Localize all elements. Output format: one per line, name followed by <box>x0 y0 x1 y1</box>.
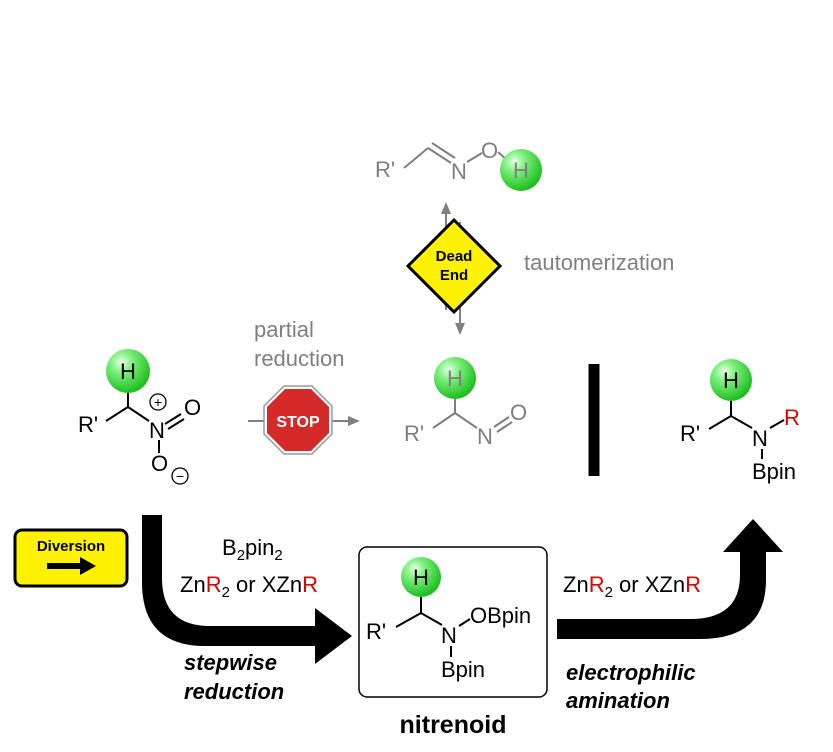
nitroso-double-bond-a <box>493 416 510 428</box>
reagent-organozinc-left: ZnR2 or XZnR <box>180 572 318 601</box>
partial-reduction-arrowhead <box>348 416 360 426</box>
nitro-double-bond-b <box>167 418 185 430</box>
oxime-h-label: H <box>513 158 529 183</box>
nitro-r-label: R' <box>78 412 98 437</box>
diversion-arrowhead <box>80 557 96 575</box>
nitrenoid-h-highlight <box>401 557 441 597</box>
nitrenoid-caption: nitrenoid <box>400 711 507 739</box>
dead-end-line2: End <box>440 267 468 284</box>
nitro-o-bottom-label: O <box>151 451 168 476</box>
nitroso-bond-c-n <box>454 412 478 429</box>
oxime-bond-r-c <box>403 147 429 169</box>
dead-end-sign: Dead End <box>405 217 503 315</box>
oxime-bond-n-o <box>466 152 483 163</box>
nitro-minus-label: − <box>176 468 184 484</box>
amination-arrow-body <box>557 548 766 639</box>
nitroso-bond-r-c <box>432 412 456 429</box>
nitroso-double-bond-b <box>496 421 513 433</box>
nitro-n-label: N <box>149 418 165 443</box>
diversion-sign-box <box>13 528 129 588</box>
nitrenoid-bond-n-o <box>458 618 471 627</box>
nitro-double-bond-a <box>164 413 182 425</box>
nitrenoid-n-label: N <box>441 623 457 648</box>
product-n-label: N <box>752 426 768 451</box>
nitrenoid-bond-c-n <box>420 612 443 626</box>
oxime-o-label: O <box>481 138 498 163</box>
tautomerization-label: tautomerization <box>524 250 674 275</box>
nitro-h-label: H <box>120 359 136 384</box>
nitro-o-top-label: O <box>184 395 201 420</box>
nitrenoid-h-label: H <box>413 565 429 590</box>
product-amine: H R' N R Bpin <box>680 359 800 484</box>
nitro-bond-r-c <box>105 406 129 422</box>
electrophilic-amination-line1: electrophilic <box>566 660 696 685</box>
stop-label: STOP <box>276 414 320 431</box>
nitroso-h-label: H <box>447 366 463 391</box>
reagent-organozinc-right: ZnR2 or XZnR <box>563 572 701 601</box>
product-r-label: R <box>784 405 800 430</box>
nitrenoid-bpin-label: Bpin <box>441 657 485 682</box>
nitroso-n-label: N <box>477 424 493 449</box>
product-bond-c-n <box>730 415 753 429</box>
nitroso-h-highlight <box>434 357 476 399</box>
product-bond-n-r <box>769 419 785 429</box>
stepwise-reduction-line1: stepwise <box>184 650 277 675</box>
nitro-h-highlight <box>106 349 150 393</box>
stop-octagon <box>267 389 329 451</box>
partial-reduction-line1: partial <box>254 317 314 342</box>
amination-arrowhead <box>723 519 783 552</box>
dead-end-line1: Dead <box>436 248 473 265</box>
product-bpin-label: Bpin <box>752 459 796 484</box>
product-h-highlight <box>710 359 752 401</box>
nitro-plus-circle <box>149 393 167 411</box>
nitroso-r-label: R' <box>404 421 424 446</box>
electrophilic-amination-arrow <box>557 519 783 639</box>
product-h-label: H <box>723 368 739 393</box>
product-r-prime-label: R' <box>680 421 700 446</box>
oxime-n-label: N <box>451 159 467 184</box>
oxime-double-bond-b <box>431 142 456 159</box>
stop-sign: STOP <box>263 385 333 455</box>
diversion-sign: Diversion <box>13 528 129 588</box>
nitro-plus-label: + <box>154 394 162 410</box>
nitroso-compound: H R' N O <box>404 357 527 449</box>
nitro-bond-c-n <box>127 406 150 422</box>
partial-reduction-line2: reduction <box>254 346 345 371</box>
diversion-arrow-shaft <box>47 563 81 569</box>
stepwise-arrow-body <box>142 515 320 646</box>
stepwise-reduction-line2: reduction <box>184 679 284 704</box>
stepwise-reduction-arrow <box>142 515 352 664</box>
nitrenoid-intermediate: H R' N OBpin Bpin <box>358 546 548 698</box>
equilibrium-arrowhead-down <box>455 323 465 335</box>
stepwise-arrowhead <box>315 608 352 664</box>
equilibrium-arrowhead-up <box>441 202 451 214</box>
oxime-double-bond-a <box>427 147 452 164</box>
oxime-h-highlight <box>500 149 542 191</box>
nitroso-o-label: O <box>510 400 527 425</box>
nitro-minus-circle <box>171 467 189 485</box>
reagent-b2pin2: B2pin2 <box>222 535 283 564</box>
product-bond-r-c <box>708 415 732 430</box>
nitrenoid-obpin-label: OBpin <box>470 603 531 628</box>
oxime-structure: R' N O H <box>375 138 542 191</box>
nitro-compound: H R' N + O O − <box>78 349 201 485</box>
oxime-r-label: R' <box>375 157 395 182</box>
nitrenoid-bond-r-c <box>395 612 422 628</box>
diversion-label: Diversion <box>37 538 105 555</box>
dead-end-diamond <box>405 217 503 315</box>
electrophilic-amination-line2: amination <box>566 688 670 713</box>
nitrenoid-r-label: R' <box>366 619 386 644</box>
